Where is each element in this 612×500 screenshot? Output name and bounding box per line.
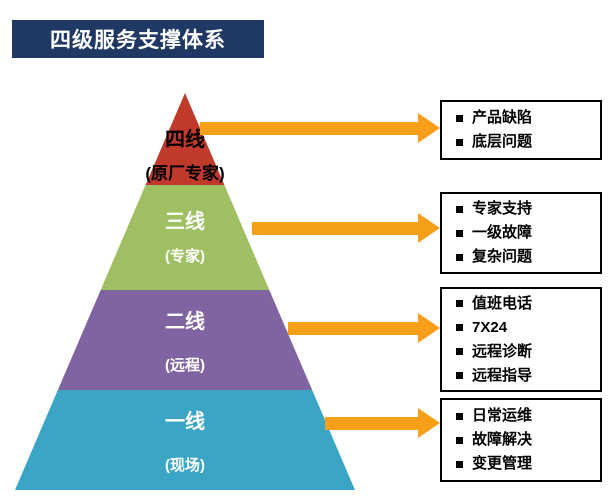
bullet-square-icon bbox=[456, 138, 463, 146]
bullet-square-icon bbox=[456, 348, 463, 355]
list-item: 复杂问题 bbox=[456, 245, 590, 269]
arrow-shaft bbox=[252, 221, 418, 235]
bullet-square-icon bbox=[456, 460, 463, 468]
list-item: 远程诊断 bbox=[456, 340, 590, 364]
list-item-label: 底层问题 bbox=[472, 133, 533, 150]
list-item-label: 7X24 bbox=[472, 318, 508, 336]
list-item: 值班电话 bbox=[456, 292, 590, 316]
level-label-4th-line: 四线 bbox=[165, 129, 205, 151]
list-item-label: 日常运维 bbox=[472, 407, 533, 424]
list-item-label: 复杂问题 bbox=[472, 248, 533, 265]
bullet-square-icon bbox=[456, 300, 463, 307]
list-item-label: 一级故障 bbox=[472, 224, 533, 241]
list-item: 产品缺陷 bbox=[456, 106, 590, 130]
arrow-shaft bbox=[200, 121, 418, 135]
info-box-2nd-line: 值班电话 7X24 远程诊断 远程指导 bbox=[440, 287, 602, 392]
bullet-square-icon bbox=[456, 412, 463, 420]
arrow-head-icon bbox=[418, 408, 440, 438]
bullet-square-icon bbox=[456, 436, 463, 444]
pyramid-diagram: 四线 (原厂专家) 三线 (专家) 二线 (远程) 一线 (现场) bbox=[15, 93, 355, 490]
arrow-head-icon bbox=[418, 313, 440, 343]
arrow-1st-line-icon bbox=[325, 408, 440, 438]
level-sublabel-2nd-line: (远程) bbox=[165, 357, 205, 374]
list-item: 日常运维 bbox=[456, 404, 590, 428]
level-label-3rd-line: 三线 bbox=[165, 211, 205, 233]
arrow-head-icon bbox=[418, 213, 440, 243]
list-item-label: 专家支持 bbox=[472, 200, 533, 217]
list-item: 故障解决 bbox=[456, 428, 590, 452]
level-sublabel-1st-line: (现场) bbox=[165, 457, 205, 474]
bullet-square-icon bbox=[456, 324, 463, 331]
page-title: 四级服务支撑体系 bbox=[12, 20, 264, 58]
list-item: 远程指导 bbox=[456, 364, 590, 388]
arrow-2nd-line-icon bbox=[288, 313, 440, 343]
level-sublabel-3rd-line: (专家) bbox=[165, 248, 205, 265]
bullet-square-icon bbox=[456, 229, 463, 237]
arrow-3rd-line-icon bbox=[252, 213, 440, 243]
list-item-label: 远程诊断 bbox=[472, 342, 533, 360]
list-item: 变更管理 bbox=[456, 452, 590, 476]
list-item: 7X24 bbox=[456, 316, 590, 340]
info-box-4th-line: 产品缺陷 底层问题 bbox=[440, 100, 602, 160]
list-item-label: 远程指导 bbox=[472, 366, 533, 384]
list-item-label: 故障解决 bbox=[472, 431, 533, 448]
arrow-head-icon bbox=[418, 113, 440, 143]
arrow-4th-line-icon bbox=[200, 113, 440, 143]
bullet-square-icon bbox=[456, 114, 463, 122]
level-label-1st-line: 一线 bbox=[165, 411, 205, 433]
bullet-square-icon bbox=[456, 205, 463, 213]
level-sublabel-4th-line: (原厂专家) bbox=[145, 164, 225, 183]
bullet-square-icon bbox=[456, 372, 463, 379]
list-item-label: 产品缺陷 bbox=[472, 109, 533, 126]
arrow-shaft bbox=[325, 416, 418, 430]
arrow-shaft bbox=[288, 321, 418, 335]
list-item: 底层问题 bbox=[456, 130, 590, 154]
list-item-label: 变更管理 bbox=[472, 455, 533, 472]
info-box-1st-line: 日常运维 故障解决 变更管理 bbox=[440, 398, 602, 482]
bullet-square-icon bbox=[456, 253, 463, 261]
list-item: 专家支持 bbox=[456, 197, 590, 221]
level-label-2nd-line: 二线 bbox=[165, 311, 205, 333]
pyramid-level-2nd-line bbox=[57, 290, 313, 390]
list-item: 一级故障 bbox=[456, 221, 590, 245]
pyramid-level-1st-line bbox=[15, 390, 355, 490]
list-item-label: 值班电话 bbox=[472, 294, 533, 312]
info-box-3rd-line: 专家支持 一级故障 复杂问题 bbox=[440, 192, 602, 274]
